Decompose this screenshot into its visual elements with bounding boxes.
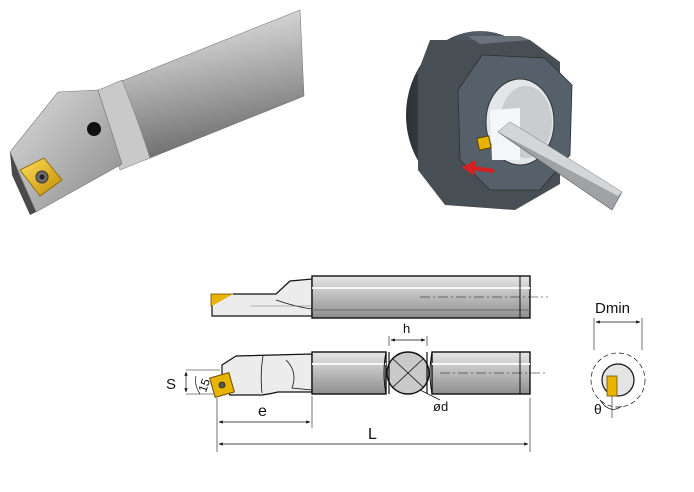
l-label: L — [368, 426, 377, 443]
theta-label: θ — [594, 401, 602, 417]
top-view — [209, 351, 548, 398]
top-view-insert — [209, 372, 235, 398]
dmin-end-view — [590, 318, 646, 418]
carbide-insert-3d — [19, 157, 63, 197]
angle-label: 15 — [195, 376, 213, 394]
boring-bar-3d-view — [9, 9, 305, 215]
operation-insert — [476, 135, 492, 151]
angle-arc — [195, 375, 201, 395]
s-label: S — [166, 376, 176, 393]
technical-drawing — [184, 275, 646, 452]
d-leader — [419, 389, 441, 401]
shank-cross-section — [386, 351, 430, 395]
boring-operation-view — [406, 31, 623, 211]
bar-collar-3d — [93, 79, 151, 171]
side-view — [210, 275, 548, 319]
e-label: e — [258, 403, 267, 420]
d-label: ød — [433, 399, 448, 414]
coolant-hole — [87, 122, 101, 136]
dmin-label: Dmin — [595, 300, 630, 317]
h-dimension — [388, 336, 428, 346]
l-dimension — [218, 398, 531, 452]
e-dimension — [216, 396, 313, 452]
h-label: h — [403, 321, 410, 336]
feed-direction-arrow — [462, 160, 495, 176]
